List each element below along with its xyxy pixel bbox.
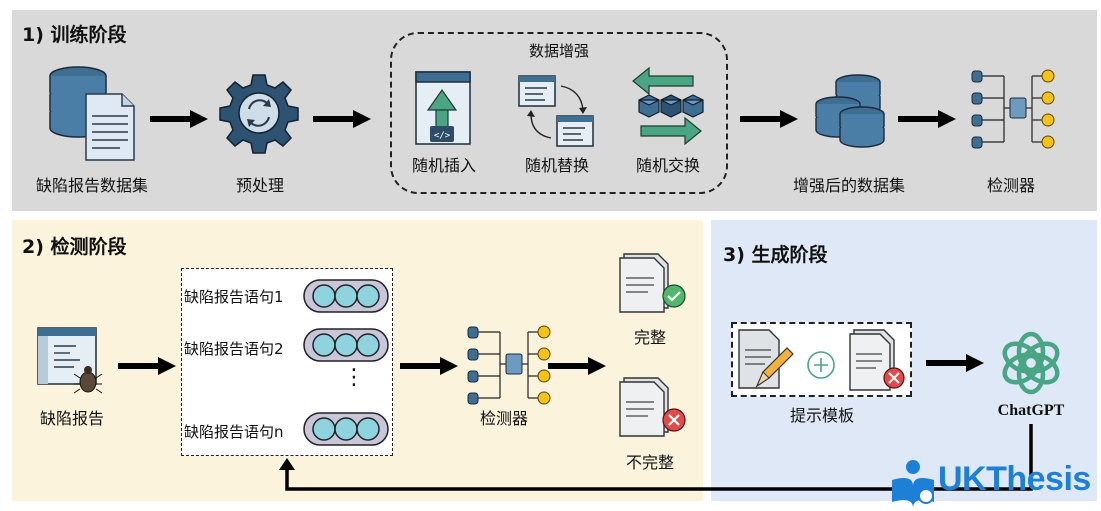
defect-dataset-label: 缺陷报告数据集 [35,176,149,195]
bug-report-icon [37,327,103,394]
ellipsis: ⋮ [343,365,365,390]
plus-icon [807,351,835,379]
arrow-right-icon [313,110,371,128]
augmented-dataset-label: 增强后的数据集 [792,176,906,195]
arrow-right-icon [548,357,606,375]
sentence-embedding-icon [303,279,389,313]
arrow-right-icon [926,354,984,372]
chatgpt-logo-icon [1002,331,1060,395]
insert-window-icon: </> [415,71,471,145]
incomplete-label: 不完整 [625,453,675,472]
detector-label-stage2: 检测器 [479,409,529,428]
gear-icon [219,74,299,154]
reader-logo-icon [892,460,934,508]
svg-text:</>: </> [434,131,451,141]
sentence-label-n: 缺陷报告语句n [184,423,284,441]
detection-stage-title: 2) 检测阶段 [22,236,127,258]
training-stage-title: 1) 训练阶段 [22,24,127,46]
sentence-label-1: 缺陷报告语句1 [184,288,284,306]
prompt-template-label: 提示模板 [789,406,855,425]
generation-stage-title: 3) 生成阶段 [723,244,828,266]
database-document-icon [49,66,135,161]
augmented-database-icon [815,74,885,148]
arrow-right-icon [400,357,458,375]
arrow-right-icon [898,110,956,128]
random-insert-label: 随机插入 [411,156,477,175]
complete-document-icon [619,253,686,313]
sentence-label-2: 缺陷报告语句2 [184,340,284,358]
data-augmentation-title: 数据增强 [528,42,590,60]
detector-label-stage1: 检测器 [986,176,1036,195]
sentence-embedding-icon [303,412,389,446]
complete-label: 完整 [633,328,667,347]
training-stage-panel [12,10,1097,211]
detector-network-icon [971,69,1055,149]
document-pencil-icon [738,329,794,389]
incomplete-document-icon [849,329,905,391]
preprocess-label: 预处理 [235,176,285,195]
swap-cubes-icon [632,66,704,146]
data-augmentation-box [390,32,728,194]
incomplete-document-icon [619,377,686,437]
detector-network-icon [467,325,551,405]
defect-report-label: 缺陷报告 [39,409,105,428]
watermark-text: UKThesis [938,460,1091,498]
arrow-right-icon [150,110,208,128]
random-swap-label: 随机交换 [635,156,701,175]
random-replace-label: 随机替换 [524,156,590,175]
arrow-right-icon [118,357,176,375]
sentence-embedding-icon [303,328,389,362]
chatgpt-label: ChatGPT [997,402,1065,419]
arrow-right-icon [740,110,798,128]
replace-windows-icon [518,75,594,147]
